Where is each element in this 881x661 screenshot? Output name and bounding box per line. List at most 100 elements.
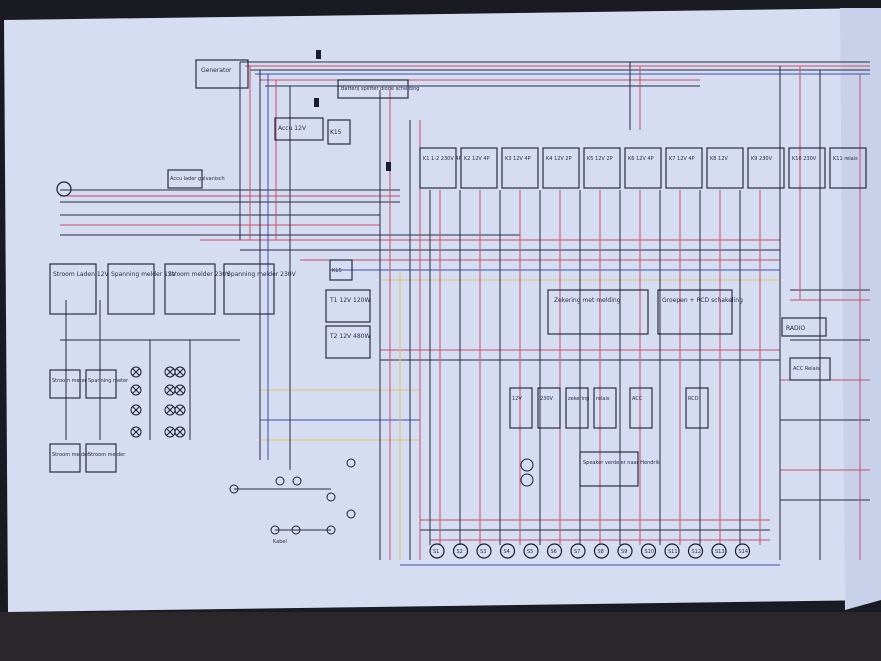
fuse-icon (314, 98, 319, 107)
relay-label: K4 12V 2P (546, 156, 572, 162)
terminal: S12 (687, 543, 704, 559)
relay-box: K9 230V (747, 147, 785, 189)
relay-box: K11 relais (829, 147, 867, 189)
fuse-label: K15 (330, 129, 342, 136)
sub-box-label: relais (596, 396, 610, 402)
sub-box-label: 12V (512, 396, 522, 402)
speaker-label: Speaker verdeler naar Hendrik (583, 460, 660, 466)
battery-splitter-box: Batterij splitter diode scheiding (337, 79, 419, 99)
terminal: S8 (593, 543, 610, 559)
relay-box: K2 12V 4P (460, 147, 498, 189)
fuse-panel-label: Zekering met melding (554, 297, 621, 304)
generator-label: Generator (201, 67, 232, 74)
transformers: K15 T1 12V 120W T2 12V 480W (325, 259, 371, 359)
relay-label: K10 230V (792, 156, 817, 162)
sub-box: RCD (685, 387, 709, 429)
terminal-label: S5 (527, 549, 533, 555)
relay-box: K8 12V (706, 147, 744, 189)
wire-verticals (65, 62, 861, 560)
terminal-label: S12 (692, 549, 702, 555)
relay-box: K6 12V 4P (624, 147, 662, 189)
terminal-label: S8 (598, 549, 604, 555)
fuse-icon (316, 50, 321, 59)
generator-box: Generator (195, 59, 249, 89)
relay-label: K2 12V 4P (464, 156, 490, 162)
switch-contact-icon (346, 458, 356, 468)
sub-box: 12V (509, 387, 533, 429)
terminal: S9 (617, 543, 633, 559)
switch-contact-icon (326, 492, 336, 502)
ground-terminal-icon (56, 181, 72, 197)
sub-box-label: zekering (568, 396, 589, 402)
speaker-icon (520, 458, 534, 472)
left-meters: Stroom meter Spanning meter Stroom melde… (49, 369, 129, 473)
radio-box: RADIO (781, 317, 827, 337)
battery-splitter-label: Batterij splitter diode scheiding (341, 86, 419, 92)
terminal: S11 (664, 543, 680, 559)
lamp-icon (130, 366, 142, 378)
terminal-label: S11 (668, 549, 678, 555)
terminal: S13 (711, 543, 727, 559)
switch-contact-icon (275, 476, 285, 486)
terminal-label: S14 (739, 549, 749, 555)
fuse-box: K15 (327, 119, 351, 145)
charger-box: Accu lader galvanisch (167, 169, 225, 189)
relay-box: K5 12V 2P (583, 147, 621, 189)
lamp-icon (130, 384, 142, 396)
terminal: S3 (476, 543, 492, 559)
paper-sheet (4, 8, 881, 612)
table-surface (0, 612, 881, 661)
psu3-label: Stroom melder 230V (168, 271, 231, 278)
lamp-icon (130, 404, 142, 416)
terminal-label: S10 (645, 549, 655, 555)
switch-cluster: Kabel (229, 458, 356, 545)
psu1-label: Stroom Laden 12V (53, 271, 109, 278)
relay-label: K1 1-2 230V 4P (423, 156, 462, 162)
t1-label: T1 12V 120W (329, 297, 370, 304)
terminal-label: S3 (480, 549, 486, 555)
groups-panel-label: Groepen + RCD schakeling (662, 297, 743, 304)
groups-panel: Groepen + RCD schakeling (657, 289, 743, 335)
sub-box: ACC (629, 387, 653, 429)
terminal-label: S13 (715, 549, 725, 555)
sub-boxes: 12V 230V zekering relais ACC RCD (509, 387, 709, 429)
speaker-box: Speaker verdeler naar Hendrik (520, 451, 660, 487)
sub-box: zekering (565, 387, 589, 429)
wire-bus (60, 61, 870, 566)
relay-label: K3 12V 4P (505, 156, 531, 162)
terminal-label: S1 (433, 549, 439, 555)
terminal: S14 (734, 543, 751, 559)
relay-box: K10 230V (788, 147, 826, 189)
speaker-icon (520, 473, 534, 487)
terminal-label: S4 (504, 549, 510, 555)
relay-label: K11 relais (833, 156, 858, 162)
terminal: S7 (570, 543, 586, 559)
terminal: S6 (546, 543, 563, 559)
lower2-label: Stroom melder (88, 452, 126, 458)
relay-label: K5 12V 2P (587, 156, 613, 162)
terminal-label: S6 (551, 549, 557, 555)
terminal: S5 (523, 543, 539, 559)
sub-box: relais (593, 387, 617, 429)
t2-label: T2 12V 480W (329, 333, 370, 340)
accu-label: Accu 12V (278, 125, 307, 132)
sub-box: 230V (537, 387, 561, 429)
relay-box: K4 12V 2P (542, 147, 580, 189)
sub-box-label: ACC (632, 396, 643, 402)
switch-contact-icon (292, 476, 302, 486)
psu2-label: Spanning melder 12V (111, 271, 177, 278)
relay-box: K1 1-2 230V 4P (419, 147, 462, 189)
sub-box-label: RCD (688, 396, 699, 402)
terminal: S4 (499, 543, 516, 559)
accu-box: Accu 12V (274, 117, 324, 141)
switch-contact-icon (346, 509, 356, 519)
indicator-lamps (130, 366, 186, 438)
lower1-label: Stroom melder (52, 452, 90, 458)
meter1-label: Stroom meter (52, 378, 88, 384)
terminal: S10 (640, 543, 657, 559)
relay-label: K7 12V 4P (669, 156, 695, 162)
lamp-icon (130, 426, 142, 438)
